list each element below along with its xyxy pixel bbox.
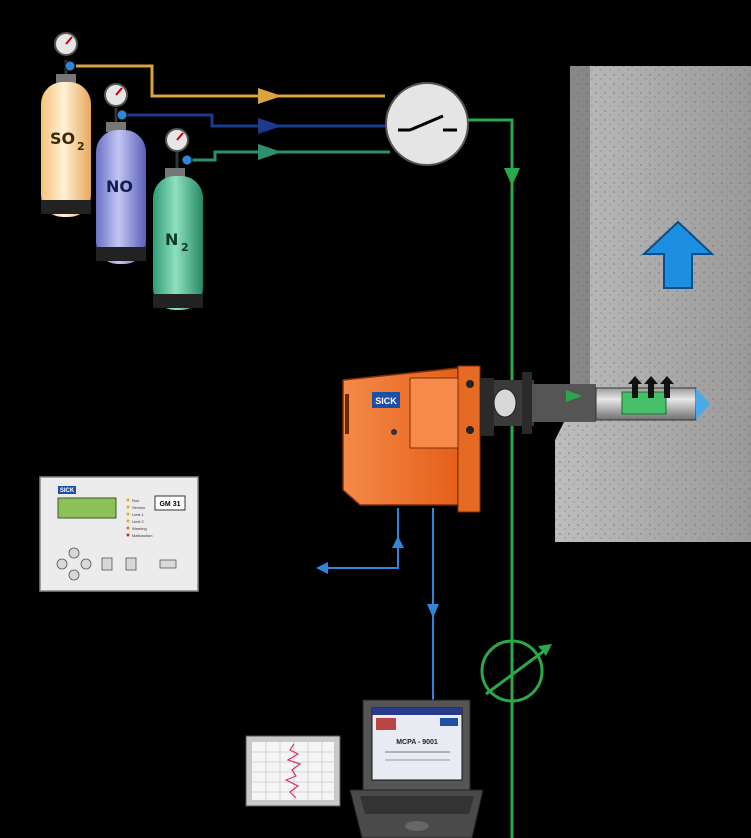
- probe-flow-arrows-icon: [628, 376, 674, 398]
- probe-gas-arrow-icon: [566, 390, 582, 402]
- probe: [493, 372, 710, 434]
- no-arrow-icon: [258, 118, 282, 134]
- led-malfunction: Malfunction: [132, 533, 152, 538]
- flow-up-arrow-icon: [641, 220, 715, 289]
- led-limit-2: Limit 2: [132, 519, 145, 524]
- valve: [385, 82, 469, 166]
- laptop: MCPA - 9001: [349, 699, 484, 838]
- no-cylinder: NO: [96, 83, 146, 264]
- laptop-screen-title: MCPA - 9001: [396, 739, 438, 746]
- n2-arrow-icon: [258, 144, 282, 160]
- control-unit-brand: SICK: [60, 488, 75, 494]
- recorder-chart: [245, 735, 341, 807]
- signal-down-arrow-icon: [427, 604, 439, 618]
- led-limit-1: Limit 1: [132, 512, 145, 517]
- signal-lines: [318, 508, 434, 700]
- no-formula: NO: [106, 177, 133, 196]
- so2-arrow-icon: [258, 88, 282, 104]
- signal-up-arrow-icon: [392, 536, 404, 548]
- led-service: Service: [132, 505, 146, 510]
- control-unit: SICK GM 31 Run Service Limit 1 Limit 2 W…: [39, 476, 199, 592]
- so2-cylinder: SO 2: [41, 32, 91, 217]
- green-down-arrow-icon: [504, 168, 520, 186]
- analyzer-unit: SICK: [342, 365, 494, 513]
- led-warning: Warning: [132, 526, 147, 531]
- rs-link-label: RS 422: [243, 549, 293, 566]
- n2-cylinder: N 2: [153, 128, 203, 310]
- led-run: Run: [132, 498, 139, 503]
- signal-left-arrow-icon: [316, 562, 328, 574]
- duct-wall: [555, 66, 751, 542]
- n2-formula: N: [165, 230, 178, 249]
- control-unit-model: GM 31: [159, 501, 180, 508]
- analyzer-brand: SICK: [375, 396, 397, 406]
- n2-subscript: 2: [181, 241, 189, 254]
- flow-meter: [480, 639, 552, 703]
- so2-subscript: 2: [77, 140, 85, 153]
- so2-formula: SO: [50, 129, 75, 148]
